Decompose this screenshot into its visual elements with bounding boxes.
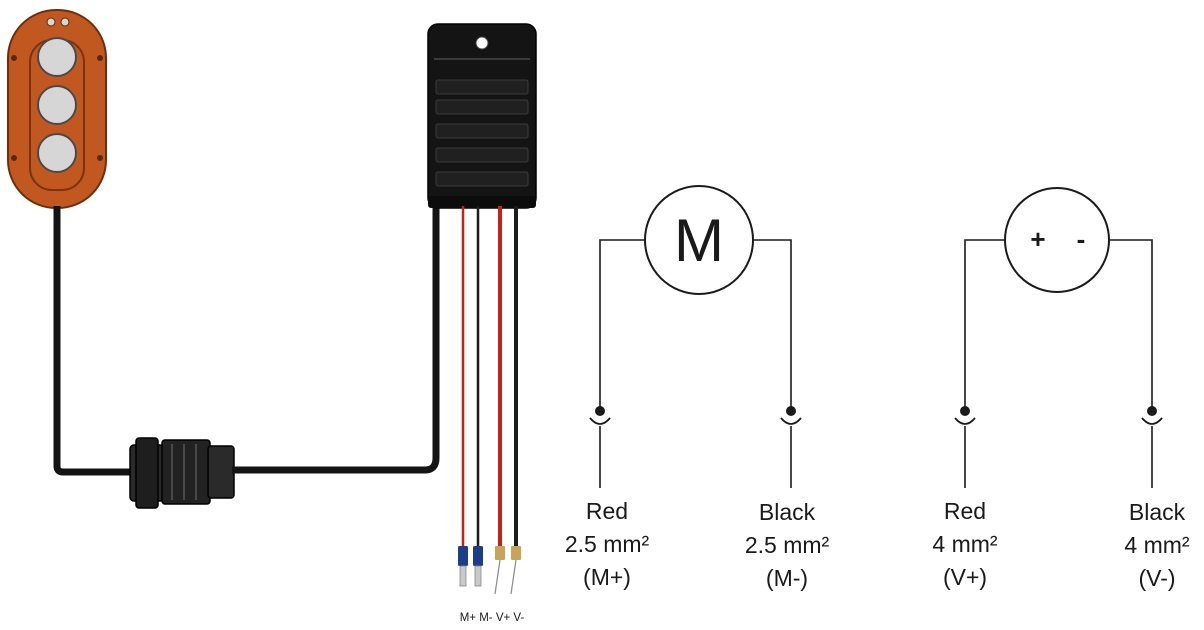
motor-schematic: M: [599, 185, 792, 410]
terminal-label-m-minus: Black 2.5 mm² (M-): [745, 499, 830, 591]
terminal-role: (M+): [583, 564, 631, 590]
terminal-wire-size: 2.5 mm²: [565, 531, 650, 557]
terminal-label-v-plus: Red 4 mm² (V+): [932, 498, 998, 590]
terminal-label-m-plus: Red 2.5 mm² (M+): [565, 498, 650, 590]
battery-minus-sign: -: [1077, 224, 1086, 254]
terminal-wire-size: 4 mm²: [1124, 532, 1190, 558]
remote-button-bottom: [37, 133, 77, 173]
connector-symbol-m-minus: [780, 406, 802, 488]
terminal-v-minus: [511, 546, 521, 560]
terminal-color: Red: [944, 498, 986, 524]
connection-symbols: [589, 406, 1163, 488]
terminal-color: Black: [1129, 499, 1186, 525]
battery-plus-sign: +: [1030, 224, 1045, 254]
terminal-wire-size: 2.5 mm²: [745, 532, 830, 558]
terminal-m-plus: [458, 546, 468, 566]
terminal-color: Black: [759, 499, 816, 525]
remote-button-top: [37, 37, 77, 77]
terminal-color: Red: [586, 498, 628, 524]
battery-symbol-circle: [1004, 187, 1110, 293]
remote-control: [7, 9, 107, 209]
mounting-hole: [475, 36, 489, 50]
controller-cable: [232, 205, 440, 474]
inline-connector: [129, 437, 235, 509]
connector-symbol-v-minus: [1141, 406, 1163, 488]
output-wires: [461, 206, 518, 548]
battery-schematic: + -: [964, 187, 1153, 410]
remote-cable: [53, 206, 132, 476]
terminal-v-plus: [495, 546, 505, 560]
terminal-wire-size: 4 mm²: [932, 531, 998, 557]
motor-symbol-label: M: [674, 207, 724, 274]
pin-labels: M+ M- V+ V-: [460, 612, 525, 624]
controller-box: [427, 23, 537, 209]
terminal-role: (V-): [1138, 565, 1175, 591]
terminal-role: (V+): [943, 564, 987, 590]
wire-terminals: [458, 546, 521, 595]
terminal-label-v-minus: Black 4 mm² (V-): [1124, 499, 1190, 591]
connector-symbol-m-plus: [589, 406, 611, 488]
connector-symbol-v-plus: [954, 406, 976, 488]
terminal-role: (M-): [766, 565, 808, 591]
remote-button-middle: [37, 85, 77, 125]
terminal-m-minus: [473, 546, 483, 566]
